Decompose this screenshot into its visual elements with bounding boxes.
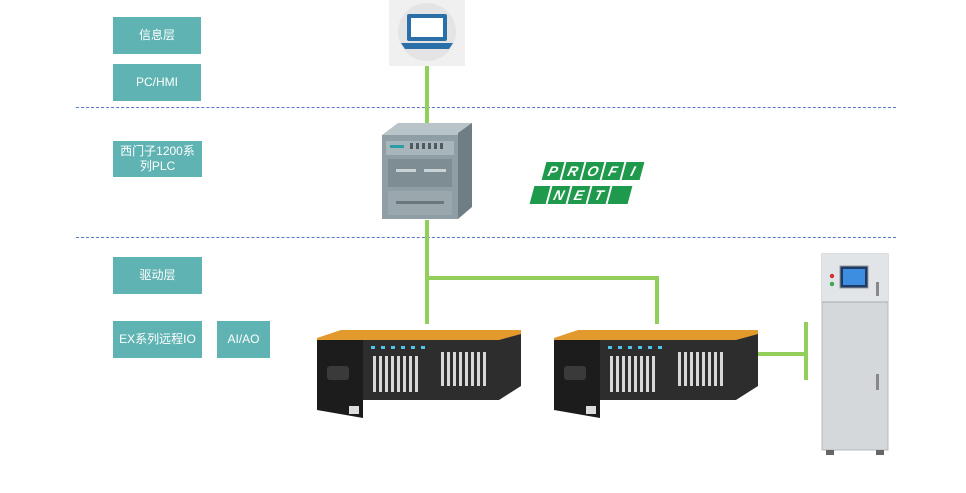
wire-horizontal-bus	[425, 276, 659, 280]
remote-io-module-icon	[554, 330, 758, 418]
wire-to-io-2	[655, 276, 659, 324]
profinet-letter: E	[567, 186, 591, 204]
profinet-logo: P R O F I N E T	[529, 162, 645, 208]
profinet-letter: R	[561, 162, 585, 180]
separator-line-top	[76, 107, 896, 108]
profinet-letter: I	[621, 162, 645, 180]
analyzer-cabinet-icon	[821, 253, 889, 455]
wire-pc-to-plc	[425, 64, 429, 126]
separator-line-bottom	[76, 237, 896, 238]
wire-io-to-cabinet	[722, 352, 806, 356]
profinet-letter: F	[601, 162, 625, 180]
pc-hmi-label: PC/HMI	[113, 64, 201, 101]
drive-layer-label: 驱动层	[113, 257, 202, 294]
wire-plc-down	[425, 220, 429, 324]
plc-device-icon	[382, 123, 472, 219]
profinet-letter: P	[541, 162, 565, 180]
plc-label: 西门子1200系列PLC	[113, 141, 202, 177]
wire-cabinet-bar	[804, 322, 808, 380]
laptop-icon	[389, 0, 465, 66]
profinet-letter: T	[587, 186, 611, 204]
info-layer-label: 信息层	[113, 17, 201, 54]
ex-io-label: EX系列远程IO	[113, 321, 202, 358]
profinet-bar	[607, 186, 633, 204]
profinet-letter: N	[547, 186, 571, 204]
remote-io-module-icon	[317, 330, 521, 418]
profinet-row-bottom: N E T	[529, 186, 633, 204]
profinet-row-top: P R O F I	[541, 162, 645, 180]
ai-ao-label: AI/AO	[217, 321, 270, 358]
profinet-letter: O	[581, 162, 605, 180]
